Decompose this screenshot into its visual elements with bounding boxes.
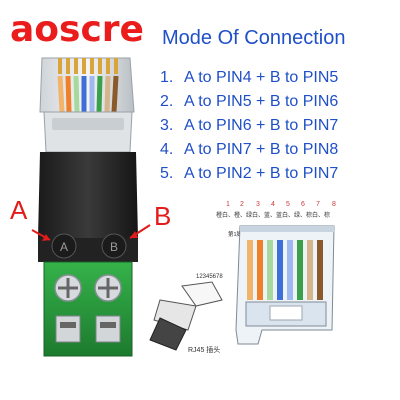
connection-number: 5. — [160, 165, 174, 182]
pinout-wires — [247, 240, 323, 300]
terminal-a-marking: A — [60, 240, 68, 254]
pinout-number-3: 3 — [256, 201, 260, 208]
terminal-block — [43, 261, 133, 357]
connection-item: 2. A to PIN5 + B to PIN6 — [160, 90, 338, 114]
pinout-number-2: 2 — [240, 201, 244, 208]
arrow-a — [31, 229, 51, 241]
pinout-number-1: 1 — [226, 201, 230, 208]
connection-item: 4. A to PIN7 + B to PIN8 — [160, 138, 338, 162]
rj45-plug — [39, 57, 135, 153]
plug-pin-order: 12345678 — [196, 274, 223, 280]
plug-wires — [57, 75, 119, 113]
connection-item: 1. A to PIN4 + B to PIN5 — [160, 66, 338, 90]
connection-number: 2. — [160, 93, 174, 110]
plug-label: RJ45 插头 — [188, 345, 220, 354]
pin1-label: 第1脚 — [228, 230, 243, 238]
brand-logo: aoscre — [10, 9, 144, 50]
gold-contacts — [58, 58, 118, 74]
rj45-sketch — [149, 281, 223, 351]
terminal-slot-b[interactable] — [95, 315, 121, 343]
adapter-body: A B — [38, 152, 138, 262]
pinout-number-5: 5 — [286, 201, 290, 208]
wire-color-order: 橙白、橙、绿白、蓝、蓝白、绿、棕白、棕 — [216, 211, 330, 219]
arrow-b — [129, 224, 151, 239]
terminal-slot-a[interactable] — [55, 315, 81, 343]
connection-number: 1. — [160, 69, 174, 86]
connection-text: A to PIN2 + B to PIN7 — [184, 165, 339, 182]
connection-list: 1. A to PIN4 + B to PIN5 2. A to PIN5 + B … — [160, 66, 338, 186]
connection-mode-title: Mode Of Connection — [162, 27, 346, 49]
connection-item: 3. A to PIN6 + B to PIN7 — [160, 114, 338, 138]
connection-text: A to PIN6 + B to PIN7 — [184, 117, 339, 134]
label-a: A — [10, 195, 28, 225]
connection-text: A to PIN5 + B to PIN6 — [184, 93, 339, 110]
pinout-number-8: 8 — [332, 201, 336, 208]
label-b: B — [154, 201, 172, 231]
connection-number: 3. — [160, 117, 174, 134]
pinout-diagram: 1 2 3 4 5 6 7 8 橙白、橙、绿白、蓝、蓝白、绿、棕白、棕 第1脚 — [149, 201, 336, 354]
pinout-number-6: 6 — [301, 201, 305, 208]
connection-number: 4. — [160, 141, 174, 158]
terminal-b-marking: B — [110, 240, 118, 254]
pinout-number-4: 4 — [271, 201, 275, 208]
connection-text: A to PIN4 + B to PIN5 — [184, 69, 339, 86]
pinout-number-7: 7 — [316, 201, 320, 208]
connection-text: A to PIN7 + B to PIN8 — [184, 141, 339, 158]
connection-item: 5. A to PIN2 + B to PIN7 — [160, 162, 338, 186]
